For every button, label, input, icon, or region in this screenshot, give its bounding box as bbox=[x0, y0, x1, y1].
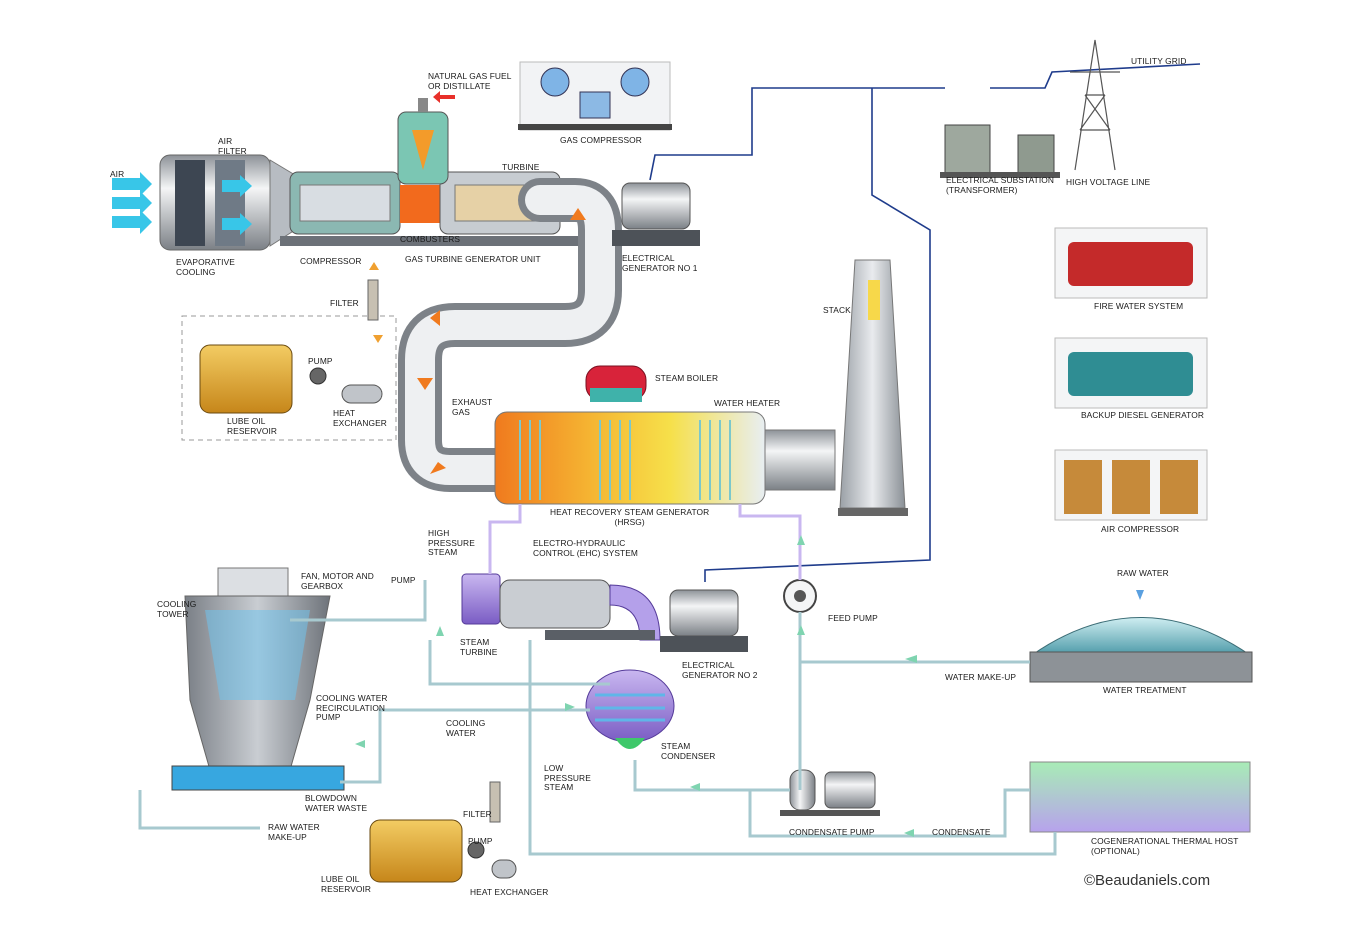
label-electrical-substation: ELECTRICAL SUBSTATION (TRANSFORMER) bbox=[946, 175, 1055, 195]
label-blowdown-water-waste: BLOWDOWN WATER WASTE bbox=[305, 793, 368, 813]
label-stack: STACK bbox=[823, 305, 851, 315]
label-fan-motor-gearbox: FAN, MOTOR AND GEARBOX bbox=[301, 571, 374, 591]
high-voltage-tower bbox=[1070, 39, 1120, 171]
label-hrsg: HEAT RECOVERY STEAM GENERATOR (HRSG) bbox=[550, 507, 710, 527]
backup-diesel-generator bbox=[1054, 337, 1208, 409]
condensate-pump bbox=[780, 769, 880, 816]
label-high-pressure-steam: HIGH PRESSURE STEAM bbox=[428, 528, 475, 558]
combustor-chamber bbox=[397, 91, 455, 185]
label-compressor: COMPRESSOR bbox=[300, 256, 362, 266]
label-water-treatment: WATER TREATMENT bbox=[1103, 685, 1187, 695]
label-gas-turbine-generator-unit: GAS TURBINE GENERATOR UNIT bbox=[405, 254, 541, 264]
cooling-tower bbox=[171, 567, 345, 791]
label-pump-bottom: PUMP bbox=[468, 836, 493, 846]
label-turbine: TURBINE bbox=[502, 162, 540, 172]
label-utility-grid: UTILITY GRID bbox=[1131, 56, 1187, 66]
exhaust-flow-arrows bbox=[417, 208, 586, 474]
water-flow-arrows bbox=[355, 535, 917, 837]
label-air-filter: AIR FILTER bbox=[218, 136, 247, 156]
hrsg bbox=[494, 365, 836, 505]
label-raw-water: RAW WATER bbox=[1117, 568, 1169, 578]
electrical-lines bbox=[649, 63, 1201, 582]
label-condensate-pump: CONDENSATE PUMP bbox=[789, 827, 875, 837]
hrsg-coils bbox=[519, 420, 731, 500]
fire-water-system bbox=[1054, 227, 1208, 299]
label-lube-oil-reservoir-bottom: LUBE OIL RESERVOIR bbox=[321, 874, 372, 894]
label-lube-oil-reservoir-top: LUBE OIL RESERVOIR bbox=[227, 416, 278, 436]
electrical-generator-2 bbox=[660, 589, 748, 652]
label-cogenerational-thermal-host: COGENERATIONAL THERMAL HOST (OPTIONAL) bbox=[1091, 836, 1239, 856]
label-filter-top: FILTER bbox=[330, 298, 359, 308]
exhaust-duct bbox=[398, 178, 622, 492]
label-steam-condenser: STEAM CONDENSER bbox=[661, 741, 716, 761]
lube-oil-system-bottom bbox=[369, 781, 517, 883]
label-water-make-up: WATER MAKE-UP bbox=[945, 672, 1017, 682]
label-exhaust-gas: EXHAUST GAS bbox=[452, 397, 493, 417]
steam-condenser bbox=[585, 669, 675, 749]
label-pump-top: PUMP bbox=[308, 356, 333, 366]
label-electrical-generator-2: ELECTRICAL GENERATOR No 2 bbox=[682, 660, 758, 680]
air-flow-arrows bbox=[112, 172, 252, 235]
water-pipes bbox=[138, 580, 1057, 856]
label-natural-gas-fuel: NATURAL GAS FUEL OR DISTILLATE bbox=[428, 71, 512, 91]
label-raw-water-make-up: RAW WATER MAKE-UP bbox=[268, 822, 320, 842]
label-evaporative-cooling: EVAPORATIVE COOLING bbox=[176, 257, 235, 277]
label-ehc-system: ELECTRO-HYDRAULIC CONTROL (EHC) SYSTEM bbox=[533, 538, 638, 558]
label-cooling-water-recirculation-pump: COOLING WATER RECIRCULATION PUMP bbox=[316, 693, 388, 723]
label-cooling-tower: COOLING TOWER bbox=[157, 599, 197, 619]
label-electrical-generator-1: ELECTRICAL GENERATOR No 1 bbox=[622, 253, 698, 273]
lube-oil-system-top bbox=[181, 262, 397, 441]
label-heat-exchanger-bottom: HEAT EXCHANGER bbox=[470, 887, 549, 897]
label-steam-boiler: STEAM BOILER bbox=[655, 373, 719, 383]
label-air-compressor: AIR COMPRESSOR bbox=[1101, 524, 1180, 534]
water-treatment bbox=[1029, 590, 1253, 683]
label-fire-water-system: FIRE WATER SYSTEM bbox=[1094, 301, 1184, 311]
label-feed-pump: FEED PUMP bbox=[828, 613, 878, 623]
gas-compressor bbox=[518, 61, 672, 131]
electrical-substation bbox=[940, 124, 1060, 178]
label-condensate: CONDENSATE bbox=[932, 827, 991, 837]
label-air: AIR bbox=[110, 169, 125, 179]
cogenerational-thermal-host bbox=[1029, 761, 1251, 833]
label-pump-mid: PUMP bbox=[391, 575, 416, 585]
label-combusters: COMBUSTERS bbox=[400, 234, 461, 244]
copyright-text: ©Beaudaniels.com bbox=[1084, 872, 1211, 889]
label-gas-compressor: GAS COMPRESSOR bbox=[560, 135, 642, 145]
steam-turbine bbox=[461, 573, 661, 641]
steam-pipes bbox=[488, 504, 802, 580]
label-heat-exchanger-top: HEAT EXCHANGER bbox=[333, 408, 387, 428]
air-compressor bbox=[1054, 449, 1208, 521]
label-high-voltage-line: HIGH VOLTAGE LINE bbox=[1066, 177, 1151, 187]
label-low-pressure-steam: LOW PRESSURE STEAM bbox=[544, 763, 591, 793]
electrical-generator-1 bbox=[612, 182, 700, 246]
feed-pump bbox=[783, 579, 817, 613]
label-filter-bottom: FILTER bbox=[463, 809, 492, 819]
label-cooling-water: COOLING WATER bbox=[446, 718, 486, 738]
label-water-heater: WATER HEATER bbox=[714, 398, 781, 408]
air-intake-filter bbox=[159, 154, 296, 251]
label-backup-diesel-generator: BACKUP DIESEL GENERATOR bbox=[1081, 410, 1204, 420]
exhaust-stack bbox=[838, 259, 908, 516]
label-steam-turbine: STEAM TURBINE bbox=[460, 637, 498, 657]
